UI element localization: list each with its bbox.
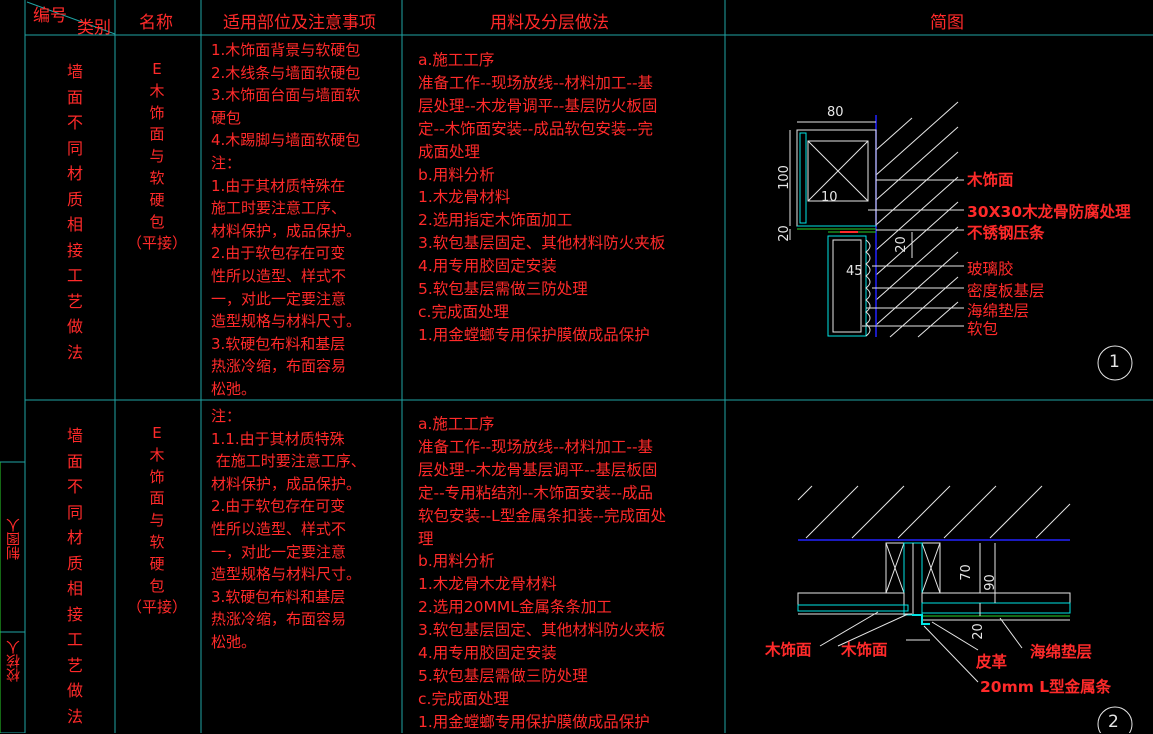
header-method: 用料及分层做法 — [490, 13, 609, 33]
dim-100: 100 — [776, 165, 792, 190]
row-1-notes: 1.木饰面背景与软硬包 2.木线条与墙面软硬包 3.木饰面台面与墙面软 硬包 4… — [211, 41, 362, 398]
row-1-method: a.施工工序 准备工作--现场放线--材料加工--基 层处理--木龙骨调平--基… — [418, 51, 666, 344]
dim-80: 80 — [827, 105, 844, 120]
diagram-number-2: 2 — [1108, 712, 1119, 732]
label-glass-glue: 玻璃胶 — [967, 260, 1014, 278]
row-2-category: 墙 面 不 同 材 质 相 接 工 艺 做 法 — [66, 426, 83, 726]
label-soft-pack: 软包 — [967, 320, 999, 338]
dim-90: 90 — [982, 574, 998, 591]
row-2-method: a.施工工序 准备工作--现场放线--材料加工--基 层处理--木龙骨基层调平-… — [418, 415, 667, 731]
label-sponge: 海绵垫层 — [967, 302, 1030, 320]
diagram-number-1: 1 — [1109, 352, 1120, 372]
label-steel-strip: 不锈钢压条 — [967, 224, 1045, 242]
side-label-checker: 校核人 — [6, 640, 22, 682]
ceiling-hatch-2 — [797, 485, 1071, 539]
label-keel: 30X30木龙骨防腐处理 — [967, 203, 1131, 221]
row-2-name: E 木 饰 面 与 软 硬 包 （平接） — [126, 424, 187, 617]
label-leather: 皮革 — [976, 653, 1008, 671]
label-l-strip: 20mm L型金属条 — [980, 678, 1112, 696]
row-2-notes: 注： 1.1.由于其材质特殊 在施工时要注意工序、 材料保护，成品保护。 2.由… — [211, 407, 366, 651]
label-sponge-2: 海绵垫层 — [1030, 643, 1093, 661]
dim-20a: 20 — [776, 225, 792, 242]
dim-10: 10 — [821, 190, 838, 205]
header-scope: 适用部位及注意事项 — [223, 13, 376, 33]
row-1-category: 墙 面 不 同 材 质 相 接 工 艺 做 法 — [66, 62, 83, 362]
header-category: 类别 — [77, 18, 111, 38]
wall-hatch-1 — [875, 101, 959, 338]
side-label-drafter: 制图人 — [6, 518, 22, 560]
dim-45: 45 — [846, 264, 863, 279]
diagram-number-circle-1 — [1097, 345, 1133, 381]
dim-20: 20 — [970, 623, 986, 640]
header-diagram: 简图 — [930, 13, 964, 33]
dim-20b: 20 — [893, 236, 909, 253]
dim-70: 70 — [958, 564, 974, 581]
diagram-1 — [789, 101, 1133, 381]
header-name: 名称 — [139, 13, 173, 33]
row-1-name: E 木 饰 面 与 软 硬 包 （平接） — [126, 60, 187, 253]
diagram-number-circle-2 — [1097, 706, 1133, 733]
diagram-2 — [797, 485, 1133, 733]
label-density-board: 密度板基层 — [967, 282, 1045, 300]
label-wood-face-right: 木饰面 — [841, 641, 888, 659]
header-number: 编号 — [33, 6, 67, 26]
label-wood-face: 木饰面 — [967, 171, 1014, 189]
label-wood-face-left: 木饰面 — [765, 641, 812, 659]
